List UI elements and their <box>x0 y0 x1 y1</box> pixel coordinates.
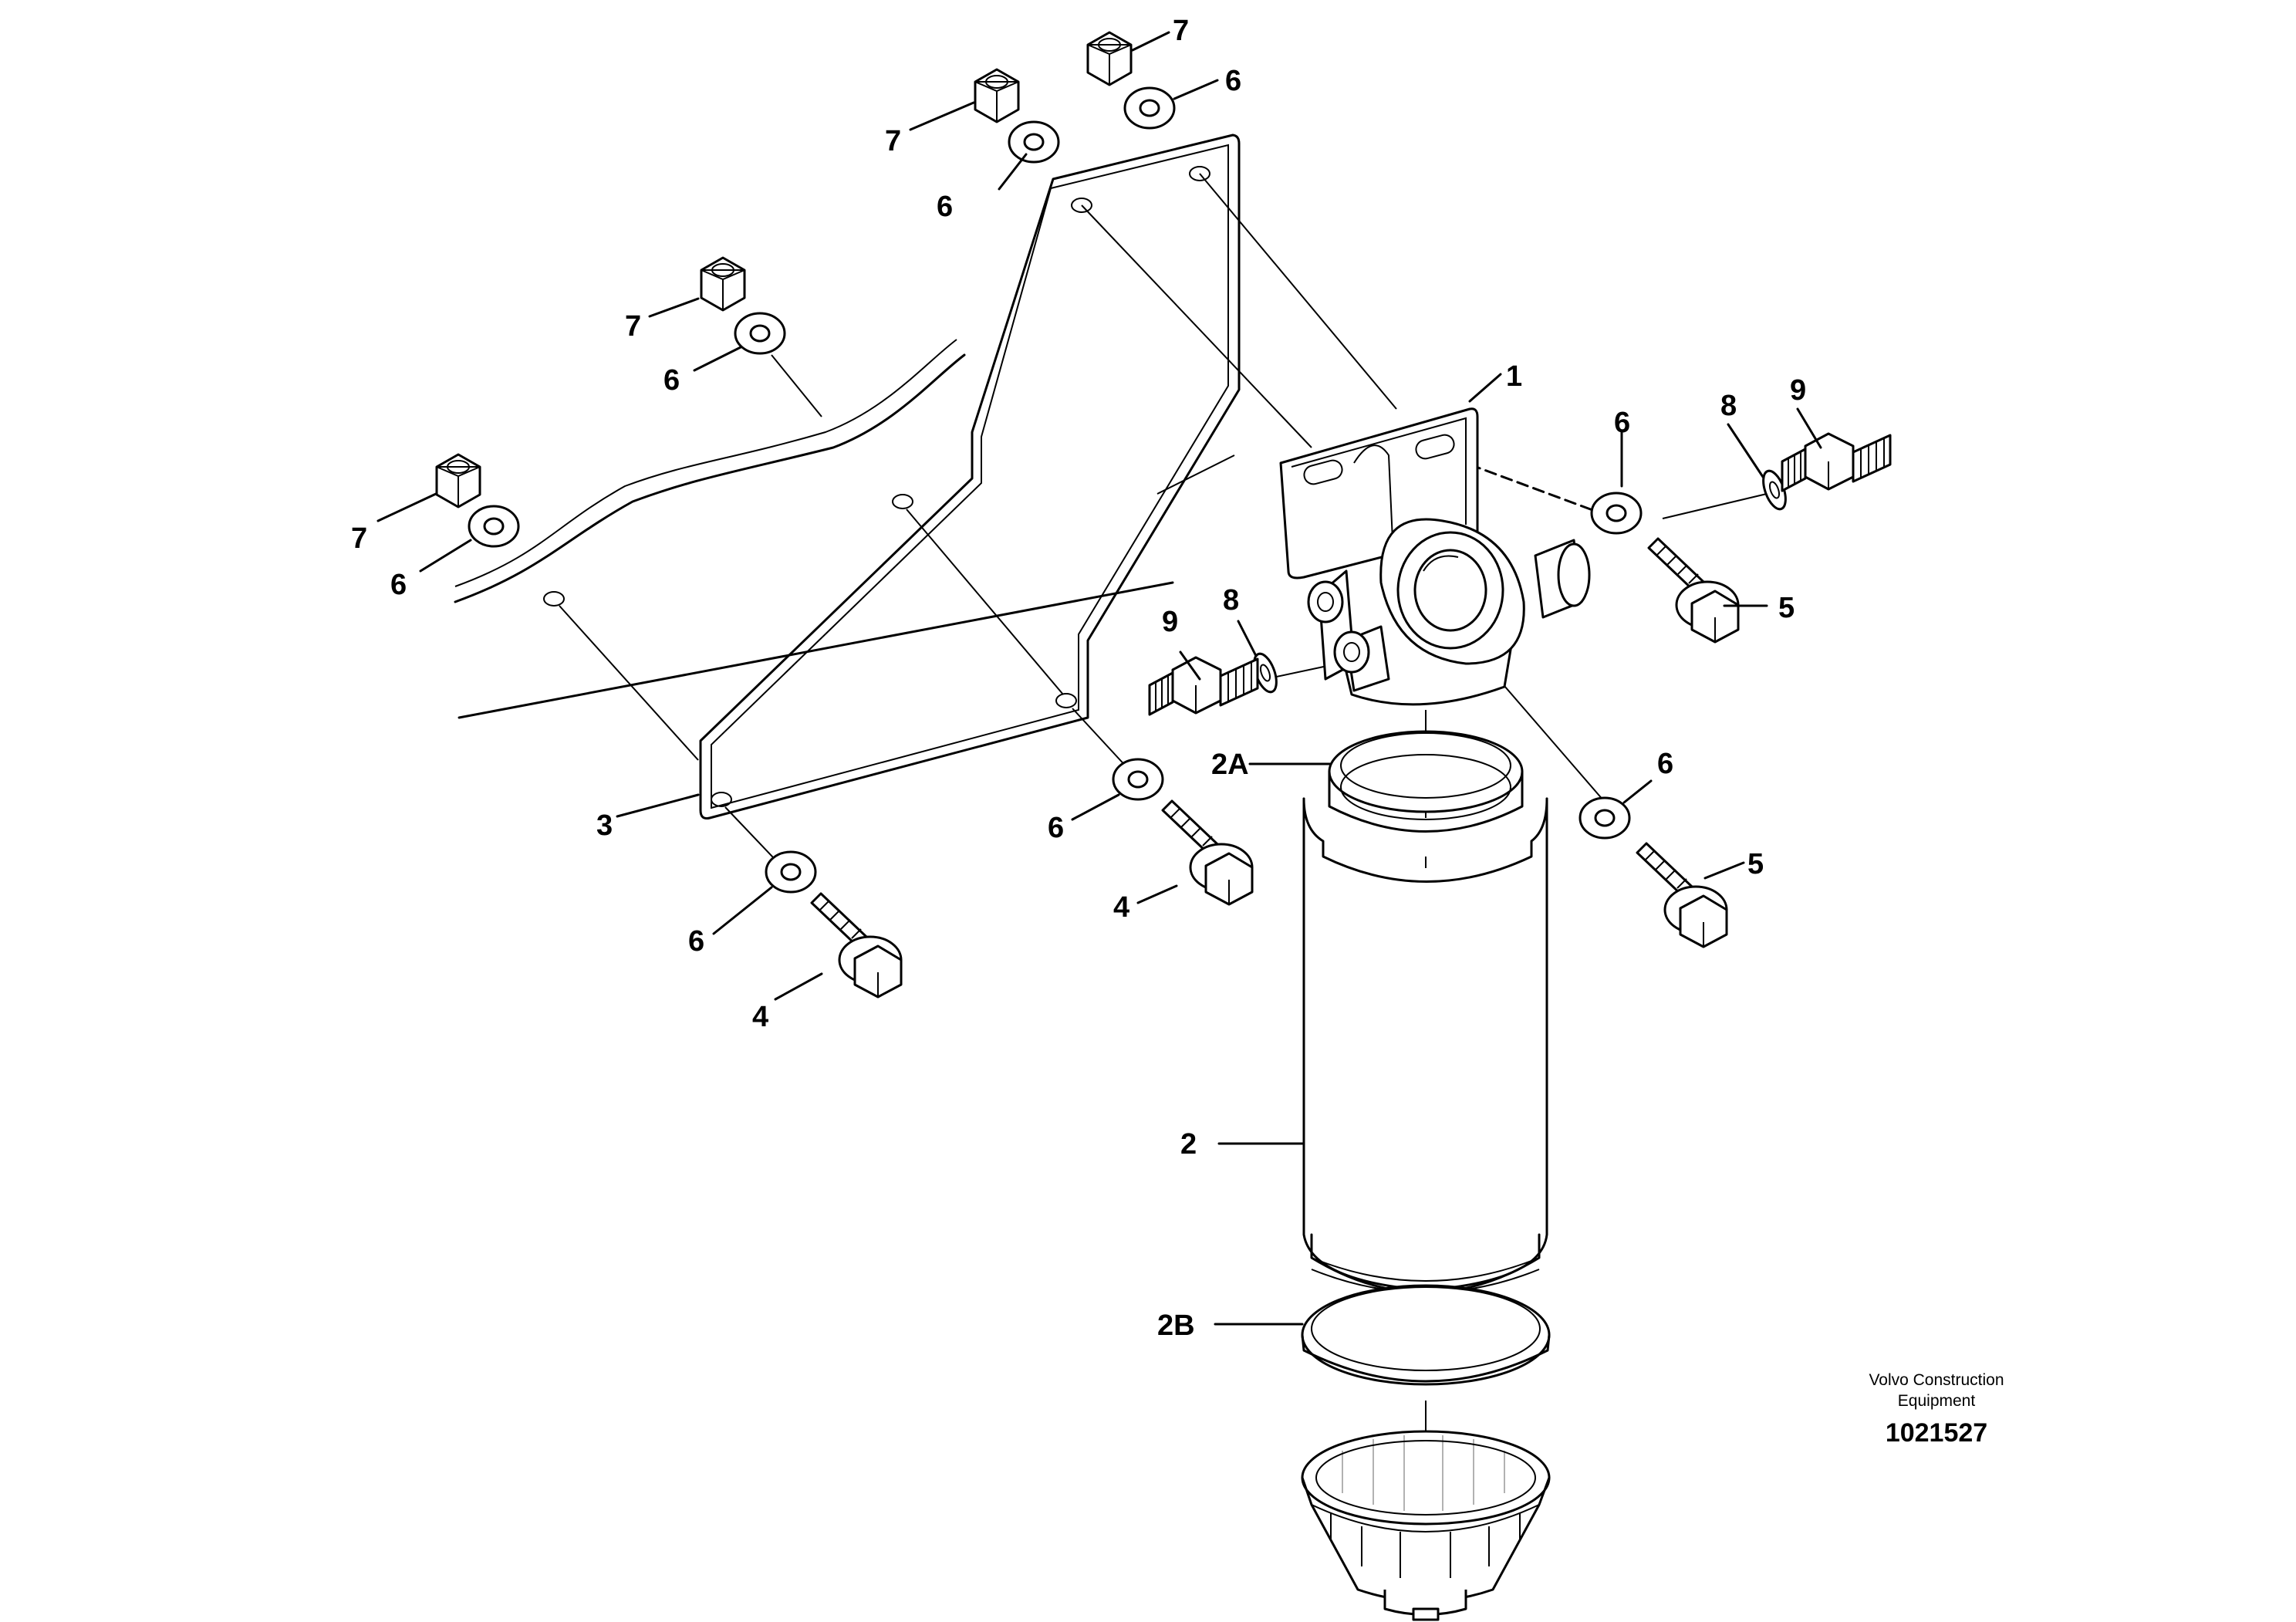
washer-6 <box>1123 86 1176 130</box>
frame-upper-edge <box>454 353 966 603</box>
callout-4: 4 <box>752 1001 768 1033</box>
nut-7 <box>1086 31 1133 86</box>
leader-line <box>998 153 1028 191</box>
alignment-line <box>771 354 822 417</box>
sealing-washer-8 <box>1762 469 1787 511</box>
sealing-washer-8 <box>1253 652 1278 694</box>
mounting-bracket <box>699 133 1241 819</box>
callout-9: 9 <box>1790 374 1806 407</box>
leader-line <box>1237 620 1258 657</box>
alignment-line <box>1662 493 1768 519</box>
callout-9: 9 <box>1162 606 1178 638</box>
callout-6: 6 <box>1048 812 1064 844</box>
leader-line <box>648 297 700 318</box>
washer-6 <box>1578 796 1631 840</box>
washer-6 <box>1112 758 1164 801</box>
frame-upper-edge-inner <box>454 339 957 587</box>
callout-2: 2 <box>1180 1128 1197 1161</box>
washer-6 <box>468 505 520 548</box>
frame-lower-edge <box>458 581 1174 719</box>
callout-2A: 2A <box>1211 748 1249 781</box>
callout-6: 6 <box>937 191 953 223</box>
washer-6 <box>1590 492 1643 535</box>
bolt-4 <box>810 892 903 999</box>
frame-hole <box>892 494 913 509</box>
leader-line <box>419 539 472 573</box>
mounting-bracket-inner <box>711 144 1229 809</box>
leader-line <box>1173 79 1219 100</box>
callout-6: 6 <box>1614 407 1630 439</box>
filter-cartridge <box>1302 797 1548 1294</box>
callout-3: 3 <box>596 809 613 842</box>
washer-6 <box>734 312 786 355</box>
leader-line <box>909 101 975 131</box>
leader-line <box>1179 650 1201 681</box>
bolt-5 <box>1636 842 1728 948</box>
leader-line <box>616 793 700 818</box>
leader-line <box>1468 373 1502 403</box>
nut-7 <box>435 453 481 509</box>
leader-line <box>376 492 437 522</box>
callout-7: 7 <box>351 522 367 555</box>
callout-6: 6 <box>390 569 407 601</box>
callout-5: 5 <box>1747 848 1764 880</box>
leader-line <box>1131 31 1170 52</box>
frame-hole <box>543 591 565 607</box>
filter-head <box>1279 407 1591 706</box>
bracket-hole <box>1071 198 1092 213</box>
nut-7 <box>974 68 1020 123</box>
frame-edge-segment <box>1156 454 1235 495</box>
callout-7: 7 <box>625 310 641 343</box>
callout-6: 6 <box>688 925 704 958</box>
washer-6 <box>1008 120 1060 164</box>
filter-bowl <box>1301 1430 1551 1621</box>
leader-line <box>1703 861 1745 880</box>
callout-6: 6 <box>663 364 680 397</box>
bracket-hole <box>1055 693 1077 708</box>
callout-7: 7 <box>885 125 901 157</box>
callout-1: 1 <box>1506 360 1522 393</box>
drawing-number: 1021527 <box>1886 1418 1987 1448</box>
bracket-hole <box>711 792 732 807</box>
bolt-4 <box>1161 799 1254 906</box>
leader-line <box>1796 407 1822 449</box>
washer-6 <box>765 850 817 894</box>
nut-7 <box>700 256 746 312</box>
leader-line <box>712 886 773 935</box>
callout-6: 6 <box>1225 65 1241 97</box>
filter-seal-ring-2A <box>1328 730 1524 833</box>
callout-8: 8 <box>1720 390 1737 422</box>
leader-line <box>774 972 823 1001</box>
alignment-line-dashed <box>1468 463 1602 515</box>
bolt-5 <box>1647 537 1740 644</box>
leader-line <box>1071 793 1120 821</box>
leader-line <box>693 346 742 372</box>
fitting-9 <box>1781 432 1892 492</box>
callout-5: 5 <box>1778 592 1795 624</box>
fitting-9 <box>1148 656 1259 716</box>
callout-2B: 2B <box>1157 1309 1195 1342</box>
alignment-line <box>1272 664 1332 678</box>
callout-7: 7 <box>1173 15 1189 47</box>
bracket-hole <box>1189 166 1210 181</box>
filter-seal-ring-2B <box>1301 1284 1551 1386</box>
credit-company-line1: Volvo Construction <box>1869 1371 2004 1389</box>
callout-6: 6 <box>1657 748 1673 780</box>
leader-line <box>1136 884 1178 904</box>
alignment-line <box>559 605 699 761</box>
credit-company-line2: Equipment <box>1898 1392 1976 1410</box>
alignment-line <box>906 509 1064 695</box>
callout-4: 4 <box>1113 891 1129 924</box>
callout-8: 8 <box>1223 584 1239 617</box>
leader-line <box>1622 779 1653 804</box>
leader-line <box>1727 423 1764 478</box>
alignment-line <box>1199 173 1397 410</box>
alignment-line <box>1081 204 1312 448</box>
